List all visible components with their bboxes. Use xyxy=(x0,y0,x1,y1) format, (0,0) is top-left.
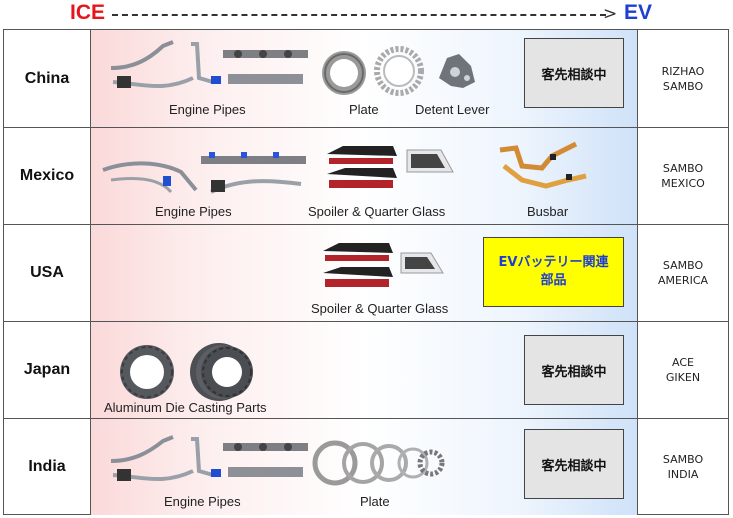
ev-label: EV xyxy=(624,1,653,24)
company-cell: RIZHAO SAMBO xyxy=(637,30,728,127)
country-label: India xyxy=(4,419,91,515)
product-cell: Engine Pipes Plate 客先相談中 xyxy=(91,419,637,515)
status-box: 客先相談中 xyxy=(524,429,624,499)
company-name-line: ACE xyxy=(672,356,694,369)
ev-box-line: EVバッテリー関連 xyxy=(498,255,609,270)
company-name-line: MEXICO xyxy=(661,177,705,190)
status-box: 客先相談中 xyxy=(524,335,624,405)
company-name-line: SAMBO xyxy=(662,259,704,272)
product-label: Engine Pipes xyxy=(169,102,246,117)
country-label: USA xyxy=(4,225,91,321)
product-cell: Engine Pipes Spoiler & Quarter Glass Bus… xyxy=(91,128,637,224)
country-label: Mexico xyxy=(4,128,91,224)
company-cell: ACE GIKEN xyxy=(637,322,728,418)
arrow-head: > xyxy=(603,4,618,24)
header: ICE > EV xyxy=(0,0,733,28)
ev-battery-parts-box: EVバッテリー関連 部品 xyxy=(483,237,624,307)
product-label: Busbar xyxy=(527,204,569,219)
table-row-japan: Japan Aluminum Die Casting Parts 客先相談中 A… xyxy=(4,321,728,418)
company-name-line: AMERICA xyxy=(657,274,709,287)
busbar-image xyxy=(499,141,587,189)
engine-pipes-image xyxy=(110,435,308,482)
spoiler-quarter-glass-image xyxy=(323,243,444,287)
company-name-line: GIKEN xyxy=(665,371,701,384)
product-label: Detent Lever xyxy=(415,102,490,117)
engine-pipes-image xyxy=(102,152,306,194)
plate-set-image xyxy=(312,440,445,486)
product-cell: Spoiler & Quarter Glass EVバッテリー関連 部品 xyxy=(91,225,637,321)
ice-label: ICE xyxy=(70,1,106,24)
product-label: Spoiler & Quarter Glass xyxy=(311,301,449,316)
product-label: Plate xyxy=(349,102,379,117)
product-label: Aluminum Die Casting Parts xyxy=(104,400,267,415)
product-label: Engine Pipes xyxy=(164,494,241,509)
detent-lever-image xyxy=(439,54,475,88)
product-label: Spoiler & Quarter Glass xyxy=(308,204,446,219)
spoiler-quarter-glass-image xyxy=(327,146,454,188)
product-cell: Aluminum Die Casting Parts 客先相談中 xyxy=(91,322,637,418)
company-name-line: INDIA xyxy=(667,468,699,481)
transition-dashed-line xyxy=(112,14,606,16)
company-name-line: SAMBO xyxy=(662,162,704,175)
sprocket-plate-image xyxy=(374,46,424,96)
table-row-usa: USA Spoiler & Quarter Glass EVバッテリー関連 部品… xyxy=(4,224,728,321)
ev-box-line: 部品 xyxy=(540,273,567,288)
product-cell: Engine Pipes Plate Detent Lever 客先相談中 xyxy=(91,30,637,127)
company-cell: SAMBO INDIA xyxy=(637,419,728,515)
country-label: Japan xyxy=(4,322,91,418)
table-row-india: India Engine Pipes Plate 客先相談中 xyxy=(4,418,728,515)
product-label: Plate xyxy=(360,494,390,509)
company-cell: SAMBO MEXICO xyxy=(637,128,728,224)
table-row-china: China E xyxy=(4,30,728,127)
company-name-line: RIZHAO xyxy=(661,64,705,78)
product-label: Engine Pipes xyxy=(155,204,232,219)
aluminum-die-casting-image xyxy=(120,343,253,401)
company-name-line: SAMBO xyxy=(662,453,704,466)
engine-pipes-image xyxy=(110,40,308,89)
status-box: 客先相談中 xyxy=(524,38,624,108)
company-cell: SAMBO AMERICA xyxy=(637,225,728,321)
table-row-mexico: Mexico xyxy=(4,127,728,224)
country-label: China xyxy=(4,30,91,127)
company-name-line: SAMBO xyxy=(662,79,704,93)
plate-image xyxy=(322,51,366,95)
region-table: China E xyxy=(3,29,729,515)
